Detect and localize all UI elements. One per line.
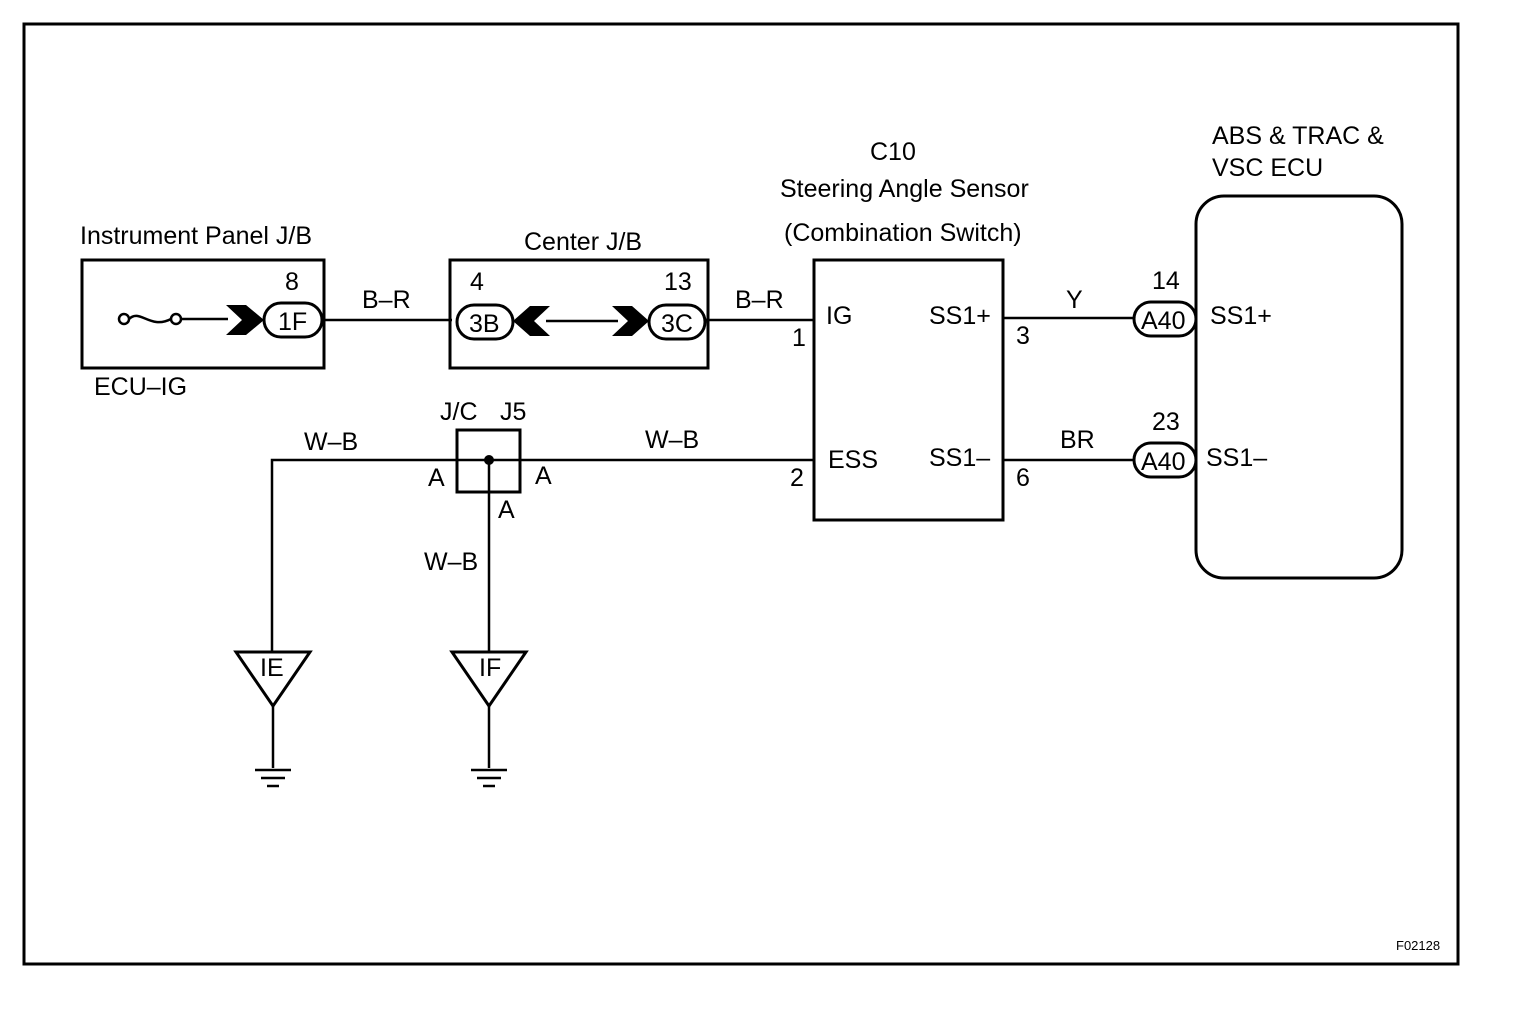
connector-1f-label: 1F <box>278 308 307 336</box>
junction-label: J/C <box>440 398 478 426</box>
connector-arrow-icon <box>513 306 550 336</box>
sensor-pin-ig-no: 1 <box>792 324 806 352</box>
sensor-box <box>812 258 1005 522</box>
ground-icon <box>255 768 291 788</box>
instrument-jb-pin: 8 <box>285 268 299 296</box>
connector-3b <box>455 303 515 341</box>
junction-pin-right: A <box>535 462 552 490</box>
sensor-sub: (Combination Switch) <box>784 219 1022 247</box>
wire-label-wb-3: W–B <box>424 548 478 576</box>
diagram-frame <box>22 22 1460 966</box>
ground-icon <box>471 768 507 788</box>
wire-label-br-2: B–R <box>735 286 784 314</box>
sensor-name: Steering Angle Sensor <box>780 175 1029 203</box>
connector-3c <box>647 303 707 341</box>
wire-label-br: BR <box>1060 426 1095 454</box>
center-jb-title: Center J/B <box>524 228 642 256</box>
wire-label-y: Y <box>1066 286 1083 314</box>
wire-label-br-1: B–R <box>362 286 411 314</box>
ground-point-if <box>449 650 529 709</box>
connector-a40-bottom-pin: 23 <box>1152 408 1180 436</box>
sensor-pin-ig: IG <box>826 302 852 330</box>
wire-label-wb-1: W–B <box>645 426 699 454</box>
sensor-pin-ess: ESS <box>828 446 878 474</box>
sensor-pin-ss1p-no: 3 <box>1016 322 1030 350</box>
ecu-pin-ss1m: SS1– <box>1206 444 1267 472</box>
connector-arrow-icon <box>612 306 649 336</box>
sensor-code: C10 <box>870 138 916 166</box>
center-jb-box <box>448 258 710 370</box>
figure-code: F02128 <box>1396 938 1440 953</box>
center-jb-left-pin: 4 <box>470 268 484 296</box>
sensor-pin-ss1m-no: 6 <box>1016 464 1030 492</box>
instrument-jb-box <box>80 258 326 370</box>
ground-point-ie <box>233 650 313 709</box>
fuse-icon <box>117 312 183 326</box>
ecu-box <box>1194 194 1404 580</box>
connector-a40-top-label: A40 <box>1141 307 1185 335</box>
wire-label-wb-2: W–B <box>304 428 358 456</box>
sensor-pin-ss1m: SS1– <box>929 444 990 472</box>
instrument-jb-title: Instrument Panel J/B <box>80 222 312 250</box>
connector-a40-bottom-label: A40 <box>1141 448 1185 476</box>
ground-if-label: IF <box>479 654 501 682</box>
sensor-pin-ess-no: 2 <box>790 464 804 492</box>
ground-ie-label: IE <box>260 654 284 682</box>
ecu-title-line2: VSC ECU <box>1212 154 1323 182</box>
connector-3b-label: 3B <box>469 310 500 338</box>
center-jb-right-pin: 13 <box>664 268 692 296</box>
junction-id: J5 <box>500 398 526 426</box>
connector-3c-label: 3C <box>661 310 693 338</box>
connector-arrow-icon <box>226 305 264 335</box>
sensor-pin-ss1p: SS1+ <box>929 302 991 330</box>
connector-a40-top-pin: 14 <box>1152 267 1180 295</box>
ecu-pin-ss1p: SS1+ <box>1210 302 1272 330</box>
ecu-title-line1: ABS & TRAC & <box>1212 122 1384 150</box>
fuse-label: ECU–IG <box>94 373 187 401</box>
junction-pin-left: A <box>428 464 445 492</box>
junction-pin-bottom: A <box>498 496 515 524</box>
